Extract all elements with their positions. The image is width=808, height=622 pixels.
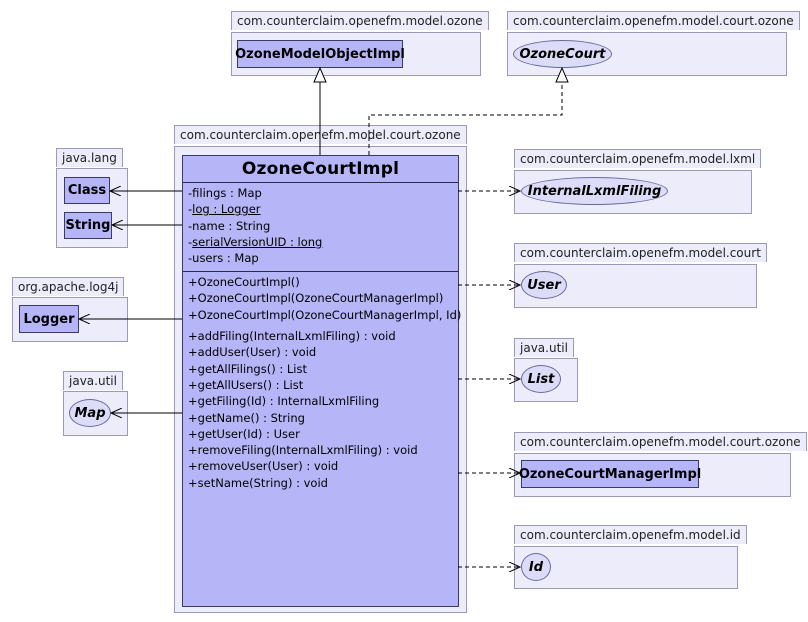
method-row-text: getName() : String (197, 410, 305, 425)
package-label: com.counterclaim.openefm.model.court.ozo… (514, 432, 807, 451)
constructor-row[interactable]: +OzoneCourtImpl(OzoneCourtManagerImpl) (188, 290, 443, 306)
field-row[interactable]: -log : Logger (188, 201, 261, 217)
class-name: OzoneCourtImpl (241, 159, 400, 179)
visibility-marker: + (188, 410, 198, 425)
interface-internal-lxml-filing[interactable]: InternalLxmlFiling (521, 177, 668, 205)
class-string[interactable]: String (64, 212, 112, 239)
method-row-text: getAllFilings() : List (197, 361, 307, 376)
visibility-marker: + (188, 345, 198, 360)
method-row-text: removeUser(User) : void (197, 459, 339, 474)
field-row-text: serialVersionUID : long (192, 234, 323, 249)
visibility-marker: - (188, 186, 193, 200)
visibility-marker: + (188, 475, 198, 490)
method-row-text: setName(String) : void (197, 475, 328, 490)
method-row[interactable]: +removeUser(User) : void (188, 458, 338, 474)
implements-edge (368, 82, 563, 155)
divider (183, 271, 458, 272)
visibility-marker: + (188, 307, 198, 322)
constructor-row-text: OzoneCourtImpl() (197, 275, 300, 289)
package-label: org.apache.log4j (12, 277, 125, 296)
class-class[interactable]: Class (64, 177, 110, 204)
interface-map[interactable]: Map (69, 399, 111, 427)
interface-user[interactable]: User (521, 271, 567, 299)
implements-arrowhead (555, 66, 569, 83)
visibility-marker: + (188, 426, 198, 441)
visibility-marker: + (188, 361, 198, 376)
visibility-marker: + (188, 291, 198, 306)
visibility-marker: - (188, 234, 193, 249)
field-row[interactable]: -serialVersionUID : long (188, 234, 322, 250)
interface-id[interactable]: Id (521, 553, 551, 581)
constructor-row[interactable]: +OzoneCourtImpl() (188, 274, 300, 290)
constructor-row-text: OzoneCourtImpl(OzoneCourtManagerImpl) (197, 291, 444, 306)
method-row-text: getFiling(Id) : InternalLxmlFiling (197, 394, 380, 409)
package-label: com.counterclaim.openefm.model.ozone (231, 11, 489, 30)
method-row[interactable]: +removeFiling(InternalLxmlFiling) : void (188, 442, 418, 458)
interface-list[interactable]: List (521, 365, 561, 393)
field-row-text: log : Logger (192, 202, 261, 217)
method-row[interactable]: +addFiling(InternalLxmlFiling) : void (188, 328, 396, 344)
visibility-marker: - (188, 218, 193, 233)
method-row[interactable]: +getFiling(Id) : InternalLxmlFiling (188, 393, 379, 409)
divider (183, 182, 458, 183)
field-row-text: name : String (192, 218, 271, 233)
field-row[interactable]: -name : String (188, 218, 270, 234)
class-ozone-court-manager-impl[interactable]: OzoneCourtManagerImpl (519, 460, 701, 488)
field-row-text: users : Map (192, 251, 259, 266)
method-row-text: removeFiling(InternalLxmlFiling) : void (197, 443, 418, 458)
method-row[interactable]: +getAllFilings() : List (188, 361, 307, 377)
package-label: com.counterclaim.openefm.model.court (514, 243, 767, 262)
method-row[interactable]: +getUser(Id) : User (188, 426, 300, 442)
constructor-row-text: OzoneCourtImpl(OzoneCourtManagerImpl, Id… (197, 307, 462, 322)
extends-arrowhead (313, 66, 327, 83)
class-ozone-court-impl[interactable]: OzoneCourtImpl -filings : Map-log : Logg… (182, 155, 461, 607)
package-label: java.util (63, 371, 123, 390)
field-row-text: filings : Map (192, 186, 262, 200)
visibility-marker: + (188, 377, 198, 392)
method-row[interactable]: +setName(String) : void (188, 475, 328, 491)
field-row[interactable]: -filings : Map (188, 185, 262, 201)
visibility-marker: + (188, 459, 198, 474)
package-label: com.counterclaim.openefm.model.court.ozo… (507, 11, 800, 30)
package-label: com.counterclaim.openefm.model.id (514, 525, 747, 544)
visibility-marker: - (188, 251, 193, 266)
package-label: java.lang (56, 148, 123, 167)
method-row-text: addUser(User) : void (197, 345, 317, 360)
visibility-marker: + (188, 275, 198, 289)
visibility-marker: - (188, 202, 193, 217)
method-row[interactable]: +getName() : String (188, 410, 305, 426)
package-label: com.counterclaim.openefm.model.lxml (514, 149, 762, 168)
package-label: java.util (514, 338, 574, 357)
field-row[interactable]: -users : Map (188, 250, 259, 266)
method-row-text: addFiling(InternalLxmlFiling) : void (197, 329, 396, 343)
constructor-row[interactable]: +OzoneCourtImpl(OzoneCourtManagerImpl, I… (188, 307, 461, 323)
visibility-marker: + (188, 394, 198, 409)
method-row[interactable]: +addUser(User) : void (188, 344, 316, 360)
visibility-marker: + (188, 443, 198, 458)
class-logger[interactable]: Logger (19, 305, 79, 333)
method-row-text: getAllUsers() : List (197, 377, 304, 392)
method-row-text: getUser(Id) : User (197, 426, 300, 441)
interface-ozone-court[interactable]: OzoneCourt (513, 40, 612, 68)
method-row[interactable]: +getAllUsers() : List (188, 377, 303, 393)
visibility-marker: + (188, 329, 198, 343)
